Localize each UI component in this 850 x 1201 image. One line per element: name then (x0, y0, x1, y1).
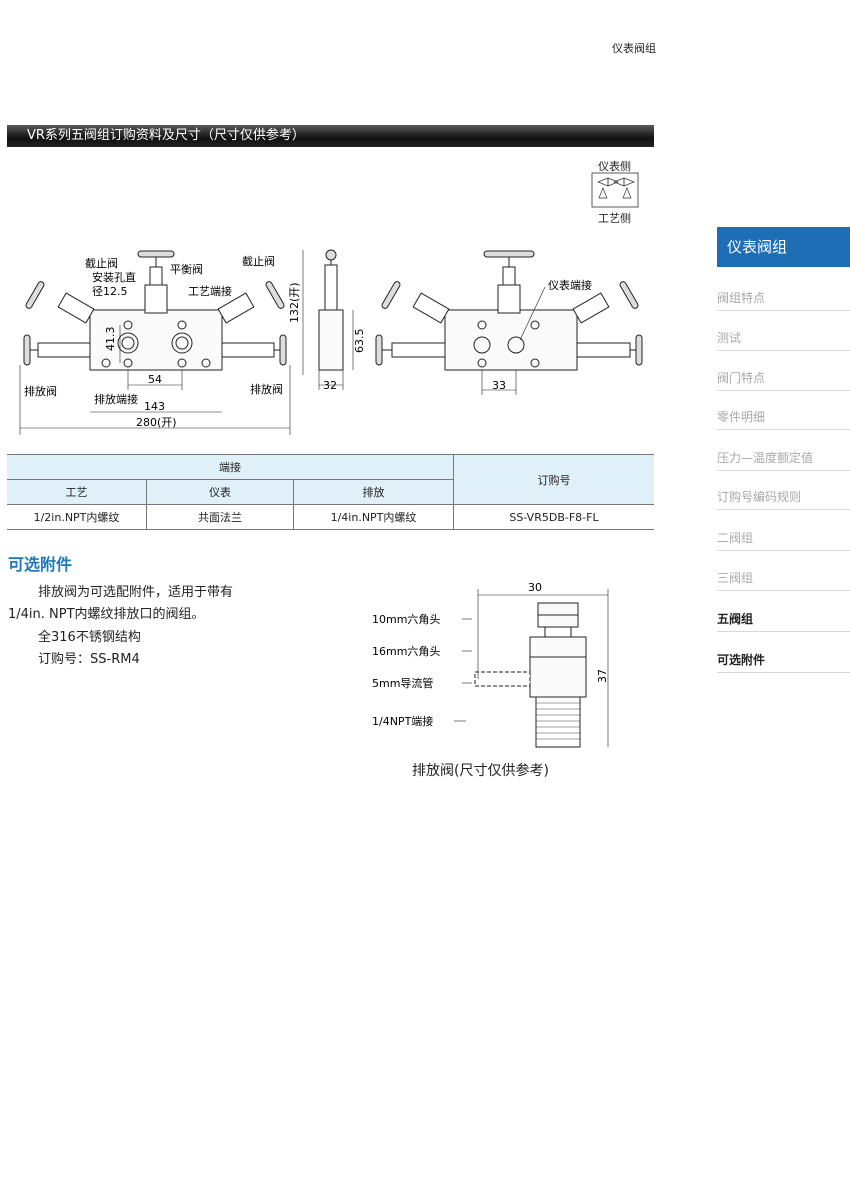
front-mount-hole-2: 径12.5 (92, 285, 128, 298)
drain-dim-37: 37 (596, 669, 609, 683)
sidebar-item-order-rules[interactable]: 订购号编码规则 (717, 488, 850, 510)
side-dim-63-5: 63.5 (353, 329, 365, 354)
optional-line-4: 订购号：SS-RM4 (38, 652, 140, 667)
table-cell-drain: 1/4in.NPT内螺纹 (293, 504, 454, 530)
table-cell-order-no: SS-VR5DB-F8-FL (453, 504, 654, 530)
sidebar-item-accessories[interactable]: 可选附件 (717, 651, 850, 673)
drain-label-hex10: 10mm六角头 (372, 613, 440, 626)
sidebar-item-pressure-temp[interactable]: 压力—温度额定值 (717, 449, 850, 471)
drain-caption: 排放阀(尺寸仅供参考) (412, 763, 549, 779)
sidebar-item-testing[interactable]: 测试 (717, 329, 850, 351)
front-mount-hole-1: 安装孔直 (92, 270, 136, 284)
front-drain-valve-left: 排放阀 (24, 384, 57, 398)
sidebar-item-features[interactable]: 阀组特点 (717, 289, 850, 311)
drain-label-npt: 1/4NPT端接 (372, 715, 433, 728)
side-dim-32: 32 (323, 379, 337, 392)
legend-bottom-label: 工艺侧 (598, 212, 631, 225)
drain-label-hex16: 16mm六角头 (372, 645, 440, 658)
table-col-process: 工艺 (7, 479, 147, 505)
back-view-drawing: 仪表端接 33 (375, 250, 643, 395)
front-dim-143: 143 (144, 400, 165, 413)
schematic-symbol-icon (591, 172, 639, 208)
ordering-table: 端接 订购号 工艺 仪表 排放 1/2in.NPT内螺纹 共面法兰 1/4in.… (7, 454, 654, 530)
front-dim-41-3: 41.3 (104, 327, 117, 352)
back-dim-33: 33 (492, 379, 506, 392)
table-cell-process: 1/2in.NPT内螺纹 (7, 504, 147, 530)
sidebar-item-parts[interactable]: 零件明细 (717, 408, 850, 430)
sidebar-item-five-valve[interactable]: 五阀组 (717, 610, 850, 632)
drain-dim-30: 30 (528, 581, 542, 594)
drain-label-tube: 5mm导流管 (372, 676, 433, 690)
front-stop-valve-left: 截止阀 (85, 256, 118, 270)
sidebar-active-item[interactable]: 仪表阀组 (717, 227, 850, 267)
table-order-header: 订购号 (453, 454, 654, 505)
sidebar-item-two-valve[interactable]: 二阀组 (717, 529, 850, 551)
legend-top-label: 仪表侧 (598, 160, 631, 173)
sidebar-item-three-valve[interactable]: 三阀组 (717, 569, 850, 591)
table-cell-instrument: 共面法兰 (146, 504, 294, 530)
table-col-drain: 排放 (293, 479, 454, 505)
front-drain-port: 排放端接 (94, 392, 138, 406)
table-row: 1/2in.NPT内螺纹 共面法兰 1/4in.NPT内螺纹 SS-VR5DB-… (7, 504, 654, 530)
front-dim-280: 280(开) (136, 416, 177, 429)
table-ports-header: 端接 (7, 454, 454, 480)
side-dim-132: 132(开) (288, 282, 301, 323)
optional-line-1: 排放阀为可选配附件，适用于带有 (38, 585, 234, 600)
drain-valve-drawing: 30 37 10mm六角头 16mm六角头 5mm导流管 1/4NPT端接 (372, 581, 609, 748)
front-stop-valve-right: 截止阀 (242, 254, 275, 268)
table-col-instrument: 仪表 (146, 479, 294, 505)
sidebar-item-valve-features[interactable]: 阀门特点 (717, 369, 850, 391)
optional-line-3: 全316不锈钢结构 (38, 630, 141, 645)
valve-schematic-legend: 仪表侧 工艺侧 (590, 158, 640, 225)
optional-title: 可选附件 (8, 555, 73, 574)
front-process-port: 工艺端接 (188, 285, 232, 298)
section-title: VR系列五阀组订购资料及尺寸（尺寸仅供参考） (7, 125, 654, 147)
category-label: 仪表阀组 (612, 42, 656, 55)
optional-line-2: 1/4in. NPT内螺纹排放口的阀组。 (8, 607, 205, 622)
front-drain-valve-right: 排放阀 (250, 382, 283, 396)
front-balance-valve: 平衡阀 (170, 262, 203, 276)
side-view-drawing: 132(开) 63.5 32 (288, 249, 365, 392)
front-dim-54: 54 (148, 373, 162, 386)
back-instrument-port: 仪表端接 (548, 278, 592, 292)
front-view-drawing: 截止阀 平衡阀 截止阀 安装孔直 径12.5 工艺端接 41.3 54 143 … (19, 250, 291, 435)
